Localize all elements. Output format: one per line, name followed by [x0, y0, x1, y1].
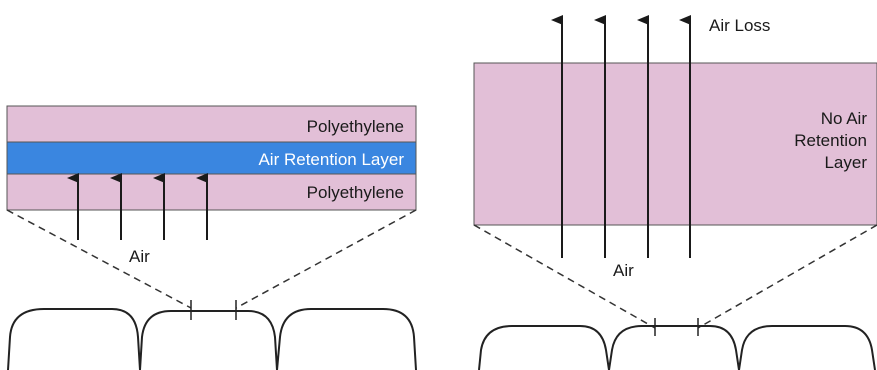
left-middle-layer-label: Air Retention Layer	[258, 150, 404, 169]
right-air-label: Air	[613, 261, 634, 280]
left-top-layer-label: Polyethylene	[307, 117, 404, 136]
left-air-retention-layer	[6, 141, 417, 175]
right-zoom-line-right	[697, 224, 877, 329]
left-panel: Polyethylene Air Retention Layer Polyeth…	[6, 105, 417, 370]
right-tread-profile	[478, 325, 876, 370]
right-layer-label-line3: Layer	[824, 153, 867, 172]
left-air-label: Air	[129, 247, 150, 266]
left-tread-profile	[7, 308, 417, 370]
right-zoom-line-left	[473, 224, 656, 329]
right-layer-label-line2: Retention	[794, 131, 867, 150]
left-zoom-line-right	[235, 209, 417, 309]
left-bottom-layer-label: Polyethylene	[307, 183, 404, 202]
right-polyethylene-layer	[473, 62, 877, 226]
left-top-polyethylene-layer	[6, 105, 417, 143]
right-air-loss-label: Air Loss	[709, 16, 770, 35]
right-panel: No Air Retention Layer Air Loss Air	[473, 15, 877, 370]
right-layer-label-line1: No Air	[821, 109, 868, 128]
left-zoom-line-left	[6, 209, 192, 309]
